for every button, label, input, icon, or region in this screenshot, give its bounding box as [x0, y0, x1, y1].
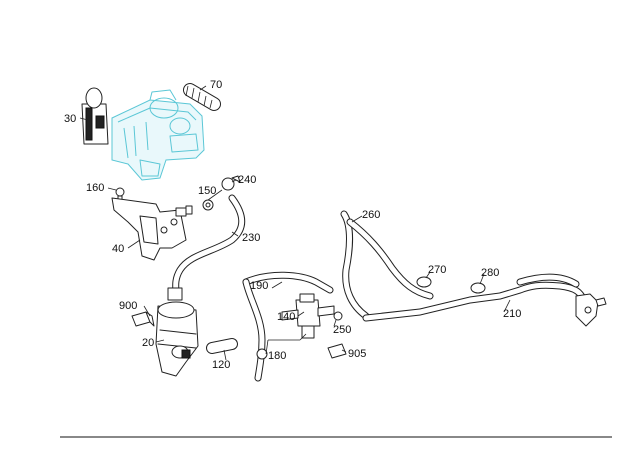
- part-230-hose[interactable]: [172, 194, 246, 296]
- callout-260: 260: [362, 209, 380, 221]
- callout-180: 180: [268, 350, 286, 362]
- part-140-valve[interactable]: [281, 293, 335, 339]
- part-240-clamp[interactable]: [221, 175, 241, 191]
- part-280-clamp[interactable]: [470, 282, 486, 294]
- part-20-pump[interactable]: [155, 287, 199, 377]
- part-150-grommet[interactable]: [202, 199, 214, 211]
- part-270-clamp[interactable]: [416, 276, 432, 288]
- part-905-connector[interactable]: [327, 343, 347, 359]
- part-210-hose-assembly[interactable]: [362, 273, 607, 327]
- ghost-heater-unit: [111, 89, 205, 181]
- callout-280: 280: [481, 267, 499, 279]
- part-120-hose-piece[interactable]: [206, 338, 238, 354]
- callout-30: 30: [64, 113, 76, 125]
- part-30-canister[interactable]: [81, 87, 109, 145]
- callout-210: 210: [503, 308, 521, 320]
- callout-190: 190: [250, 280, 268, 292]
- callout-120: 120: [212, 359, 230, 371]
- part-900-connector[interactable]: [131, 311, 155, 327]
- callout-70: 70: [210, 79, 222, 91]
- callout-230: 230: [242, 232, 260, 244]
- part-250-clamp[interactable]: [333, 311, 343, 321]
- callout-150: 150: [198, 185, 216, 197]
- part-40-bracket[interactable]: [111, 197, 193, 261]
- callout-270: 270: [428, 264, 446, 276]
- callout-20: 20: [142, 337, 154, 349]
- callout-140: 140: [277, 311, 295, 323]
- callout-250: 250: [333, 324, 351, 336]
- callout-900: 900: [119, 300, 137, 312]
- part-70-corrugated-hose[interactable]: [183, 83, 221, 111]
- part-190-hose[interactable]: [242, 271, 334, 382]
- callout-40: 40: [112, 243, 124, 255]
- leader-lines: [79, 85, 511, 361]
- callout-240: 240: [238, 174, 256, 186]
- callout-905: 905: [348, 348, 366, 360]
- callout-labels: 70 30 160 150 240 230 40 260 270 280 190…: [64, 79, 521, 371]
- part-180-clamp[interactable]: [256, 348, 268, 360]
- callout-160: 160: [86, 182, 104, 194]
- part-260-hose[interactable]: [340, 210, 434, 320]
